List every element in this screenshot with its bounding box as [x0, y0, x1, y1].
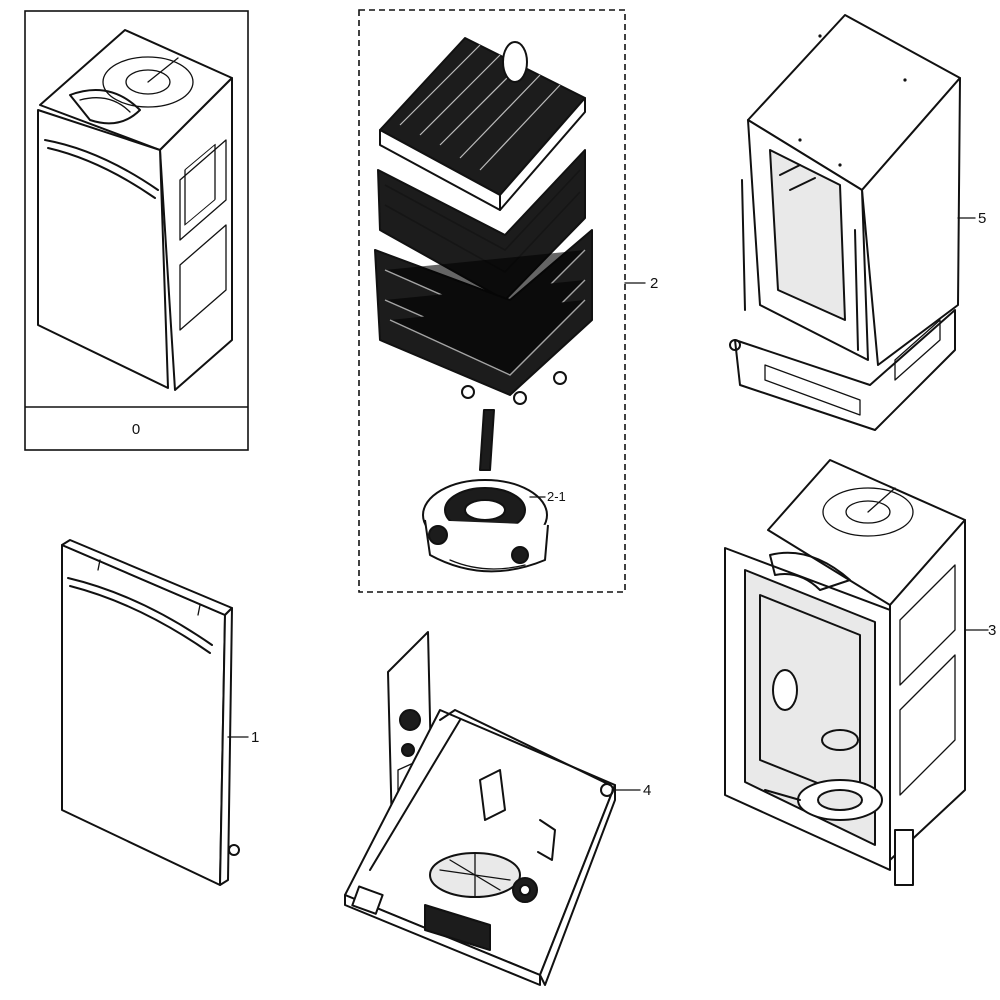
part-1-label: 1 [251, 729, 259, 746]
dishwasher-assembly-icon [37, 29, 233, 391]
door-panel-icon [61, 539, 240, 886]
tub-assembly-icon [724, 459, 966, 886]
part-4-label: 4 [643, 782, 651, 799]
racks-dashed-frame [358, 9, 626, 593]
part-0-label: 0 [132, 421, 140, 438]
part-0-group[interactable]: 0 [24, 10, 249, 451]
wash-pump-icon [422, 409, 549, 573]
dish-racks-icon [374, 37, 593, 405]
part-3-group[interactable]: 3 [724, 459, 996, 886]
part-2-label: 2 [650, 275, 658, 292]
part-5-group[interactable]: 5 [729, 14, 986, 431]
cabinet-cover-icon [729, 14, 961, 431]
part-3-label: 3 [988, 622, 996, 639]
part-5-label: 5 [978, 210, 986, 227]
part-2-group[interactable]: 2 2-1 [358, 9, 658, 593]
part-1-group[interactable]: 1 [61, 539, 259, 886]
base-frame-icon [344, 631, 616, 986]
part-2-1-label: 2-1 [547, 489, 566, 504]
part-4-group[interactable]: 4 [344, 631, 651, 986]
